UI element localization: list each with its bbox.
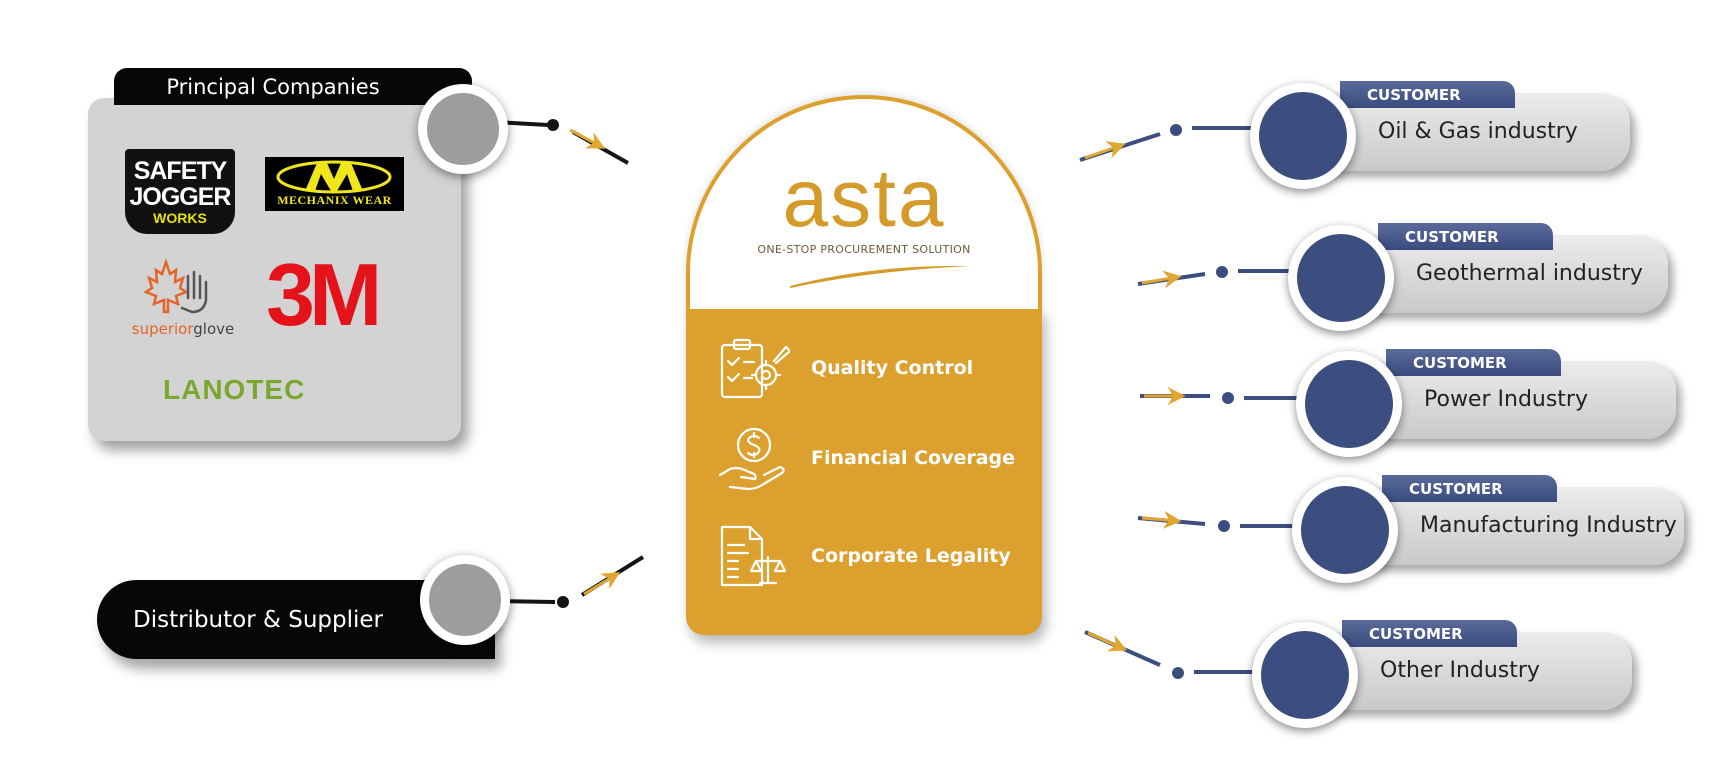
superior-glove-text-part1: superior	[131, 320, 194, 338]
customer-oil-gas: CUSTOMER Oil & Gas industry	[1250, 81, 1630, 189]
customer-label: Power Industry	[1424, 387, 1589, 412]
mechanix-m-icon	[276, 160, 392, 194]
customer-label: Oil & Gas industry	[1378, 119, 1578, 144]
superior-glove-text-part2: glove	[193, 320, 235, 338]
maple-leaf-glove-icon	[143, 258, 208, 314]
customer-other: CUSTOMER Other Industry	[1252, 620, 1632, 728]
customer-tag: CUSTOMER	[1378, 223, 1553, 250]
asta-swoosh-icon	[790, 265, 972, 288]
safety-jogger-line3: WORKS	[153, 209, 207, 226]
connector-manufacturing	[1137, 510, 1298, 532]
feature-financial-coverage-label: Financial Coverage	[811, 447, 1016, 469]
customer-node	[1292, 477, 1398, 583]
safety-jogger-line1: SAFETY	[133, 156, 228, 185]
legal-document-scale-icon	[720, 525, 787, 587]
customer-label: Manufacturing Industry	[1420, 513, 1677, 538]
customer-geothermal: CUSTOMER Geothermal industry	[1288, 223, 1668, 331]
quality-checklist-gear-icon	[720, 338, 790, 399]
customer-manufacturing: CUSTOMER Manufacturing Industry	[1292, 475, 1684, 583]
principal-node	[418, 84, 508, 174]
customer-power: CUSTOMER Power Industry	[1296, 349, 1676, 457]
distributor-node	[420, 555, 510, 645]
customer-tag: CUSTOMER	[1342, 620, 1517, 647]
feature-quality-control-label: Quality Control	[811, 357, 974, 379]
safety-jogger-line2: JOGGER	[129, 182, 232, 211]
feature-quality-control: Quality Control	[716, 335, 1036, 405]
customer-node	[1288, 225, 1394, 331]
connector-oil-gas	[1079, 124, 1258, 162]
feature-financial-coverage: Financial Coverage	[716, 425, 1036, 495]
dollar-hand-icon	[718, 427, 785, 491]
asta-brand-text: asta	[782, 153, 946, 244]
mechanix-wear-text: MECHANIX WEAR	[277, 193, 392, 207]
customer-node	[1250, 83, 1356, 189]
lanotec-logo: LANOTEC	[163, 374, 306, 405]
customer-node	[1252, 622, 1358, 728]
asta-center-card: asta ONE-STOP PROCUREMENT SOLUTION Quali…	[686, 95, 1042, 635]
customer-tag: CUSTOMER	[1382, 475, 1557, 502]
distributor-supplier-label: Distributor & Supplier	[133, 606, 383, 633]
superior-glove-logo: superiorglove	[118, 258, 248, 340]
safety-jogger-logo: SAFETY JOGGER WORKS	[125, 149, 235, 234]
connector-geothermal	[1137, 266, 1296, 289]
customer-node	[1296, 351, 1402, 457]
superior-glove-text: superiorglove	[118, 320, 248, 338]
feature-corporate-legality-label: Corporate Legality	[811, 545, 1011, 567]
feature-corporate-legality: Corporate Legality	[716, 523, 1036, 593]
customer-label: Other Industry	[1380, 658, 1540, 683]
principal-companies-title: Principal Companies	[114, 68, 472, 105]
customer-label: Geothermal industry	[1416, 261, 1643, 286]
asta-tagline: ONE-STOP PROCUREMENT SOLUTION	[757, 243, 971, 256]
connector-principal	[494, 119, 629, 165]
customer-tag: CUSTOMER	[1386, 349, 1561, 376]
customer-tag: CUSTOMER	[1340, 81, 1515, 108]
connector-distributor	[494, 555, 645, 608]
connector-other	[1084, 630, 1260, 679]
connector-power	[1140, 387, 1302, 405]
mechanix-wear-logo: MECHANIX WEAR	[265, 157, 404, 211]
three-m-logo: 3M	[266, 245, 382, 344]
asta-features-panel	[686, 309, 1042, 635]
